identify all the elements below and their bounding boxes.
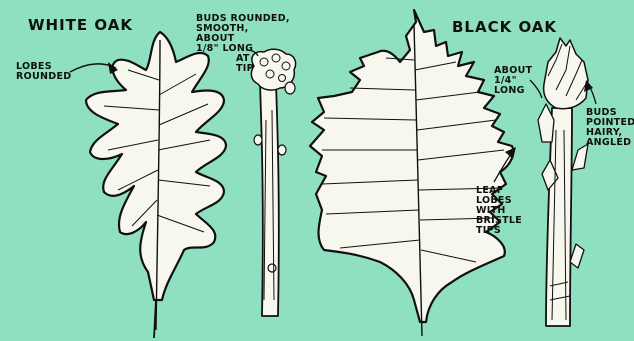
black-oak-size-note: About 1/4" long — [494, 66, 532, 96]
black-oak-buds-note: Buds pointed, hairy, angled — [586, 108, 634, 148]
black-oak-twig — [538, 38, 588, 326]
black-oak-leaf — [310, 10, 513, 336]
black-oak-lobes-note: Leaf lobes with bristle tips — [476, 186, 522, 236]
white-oak-buds-note: Buds rounded, smooth, about 1/8" long at… — [196, 14, 290, 74]
black-oak-title: Black Oak — [452, 20, 557, 36]
white-oak-leaf — [86, 32, 226, 338]
white-oak-twig — [251, 49, 295, 316]
white-oak-title: White Oak — [28, 18, 133, 34]
white-oak-lobes-note: Lobes Rounded — [16, 62, 71, 82]
